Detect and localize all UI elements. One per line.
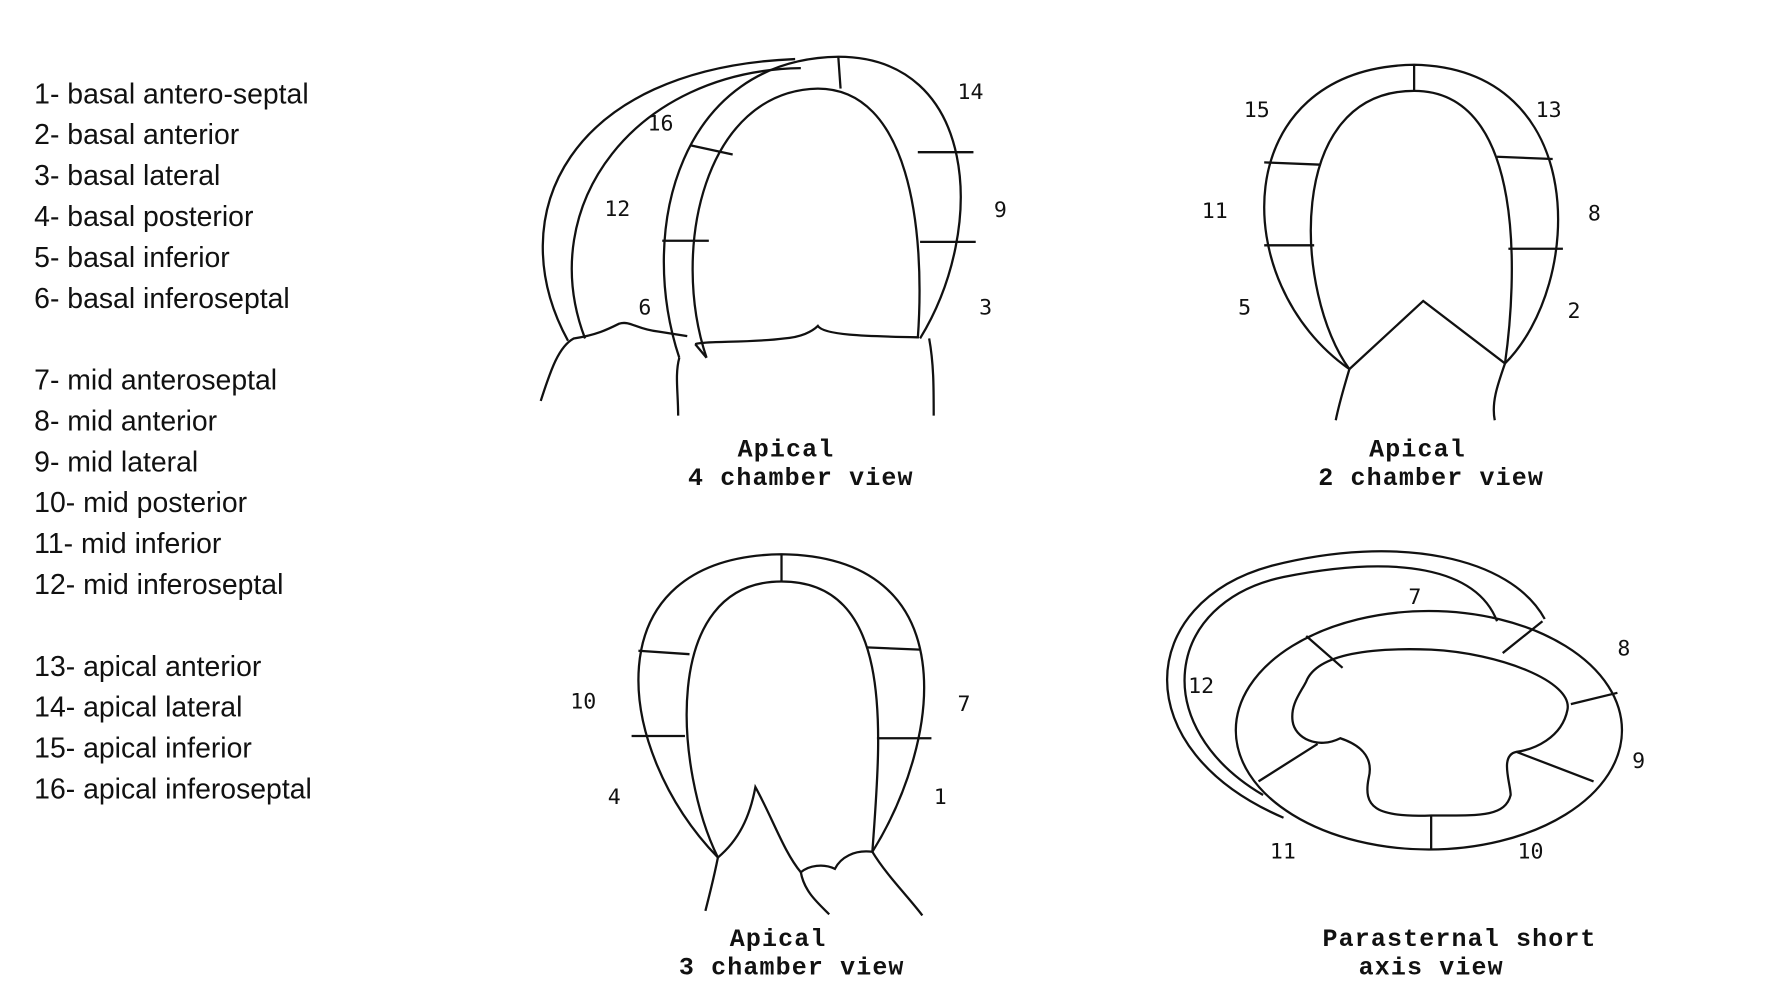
segment-label: 7	[958, 692, 971, 717]
parasternal-short-axis-view: 7 8 12 9 11 10 Parasternal short axis vi…	[1165, 550, 1645, 982]
legend-item: 8- mid anterior	[34, 405, 217, 437]
segment-legend: 1- basal antero-septal 2- basal anterior…	[34, 78, 312, 805]
segment-label: 10	[1517, 840, 1543, 865]
segment-label: 14	[958, 80, 984, 105]
segment-label: 16	[647, 112, 673, 137]
view-caption: Apical	[730, 925, 827, 954]
apical-3-chamber-view: 10 7 4 1 Apical 3 chamber view	[570, 553, 971, 982]
legend-item: 10- mid posterior	[34, 487, 247, 519]
view-caption: axis view	[1359, 953, 1504, 982]
view-caption: 3 chamber view	[679, 953, 905, 982]
view-caption: 4 chamber view	[688, 464, 914, 493]
segment-label: 11	[1202, 199, 1228, 224]
view-caption: Apical	[738, 436, 835, 465]
apical-4-chamber-view: 16 14 12 9 6 3 Apical 4 chamber view	[539, 55, 1007, 493]
view-caption: Parasternal short	[1323, 925, 1597, 954]
legend-item: 4- basal posterior	[34, 201, 253, 233]
segment-label: 6	[638, 296, 651, 321]
legend-item: 2- basal anterior	[34, 119, 239, 151]
segment-label: 10	[570, 690, 596, 715]
segment-label: 2	[1567, 299, 1580, 324]
legend-item: 6- basal inferoseptal	[34, 283, 290, 315]
segment-label: 7	[1408, 585, 1421, 610]
segment-label: 5	[1238, 296, 1251, 321]
segment-label: 1	[934, 785, 947, 810]
segment-label: 11	[1270, 840, 1296, 865]
segment-label: 12	[1188, 674, 1214, 699]
legend-item: 14- apical lateral	[34, 692, 242, 724]
view-caption: 2 chamber view	[1318, 464, 1544, 493]
legend-item: 7- mid anteroseptal	[34, 365, 277, 397]
view-caption: Apical	[1369, 436, 1466, 465]
legend-item: 15- apical inferior	[34, 733, 252, 765]
legend-item: 16- apical inferoseptal	[34, 773, 312, 805]
segment-label: 8	[1588, 201, 1601, 226]
legend-item: 9- mid lateral	[34, 446, 198, 478]
legend-item: 13- apical anterior	[34, 651, 261, 683]
legend-item: 1- basal antero-septal	[34, 78, 308, 110]
legend-item: 3- basal lateral	[34, 160, 220, 192]
segment-label: 13	[1536, 98, 1562, 123]
segment-label: 8	[1617, 636, 1630, 661]
legend-item: 11- mid inferior	[34, 528, 221, 560]
segment-label: 12	[604, 197, 630, 222]
legend-item: 12- mid inferoseptal	[34, 569, 283, 601]
segment-label: 4	[608, 785, 621, 810]
segment-label: 9	[1632, 749, 1645, 774]
segment-label: 3	[979, 296, 992, 321]
segment-label: 15	[1244, 98, 1270, 123]
legend-item: 5- basal inferior	[34, 242, 230, 274]
apical-2-chamber-view: 15 13 11 8 5 2 Apical 2 chamber view	[1202, 63, 1601, 493]
segment-label: 9	[994, 198, 1007, 223]
